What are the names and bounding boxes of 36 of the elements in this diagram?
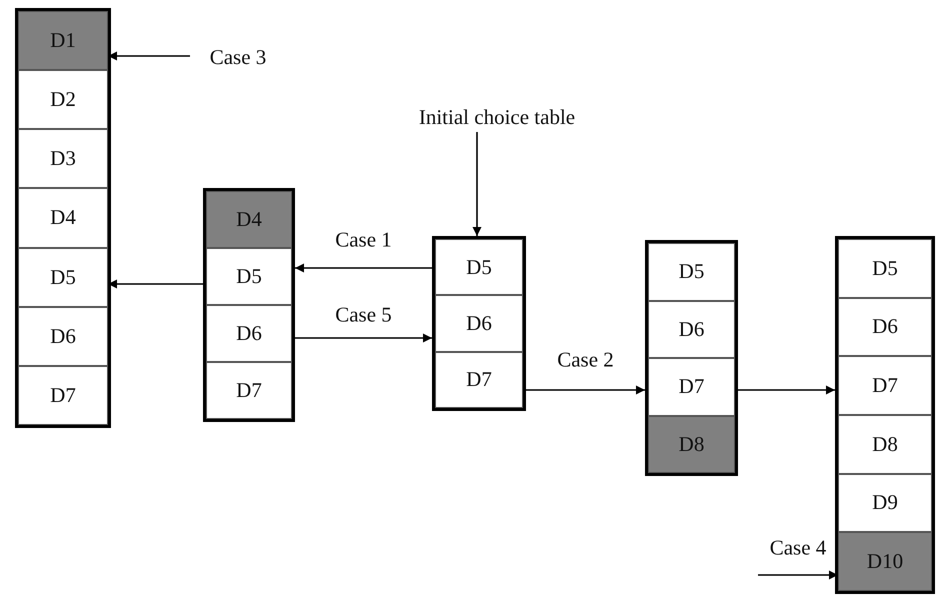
table-cell: D6 — [206, 305, 292, 362]
table-cell: D5 — [435, 239, 523, 296]
table-cell: D5 — [838, 239, 932, 298]
table-cell: D7 — [838, 356, 932, 415]
table-cell: D7 — [206, 362, 292, 419]
choice-table — [645, 240, 738, 476]
choice-table — [15, 8, 111, 428]
annotation-text: Case 3 — [190, 42, 286, 72]
table-cell: D6 — [435, 295, 523, 352]
arrow — [295, 334, 432, 342]
table-cell: D3 — [18, 129, 108, 188]
table-cell: D6 — [838, 298, 932, 356]
table-cell: D5 — [648, 243, 735, 300]
choice-table — [203, 188, 295, 422]
table-cell: D8 — [648, 416, 735, 473]
table-cell: D9 — [838, 474, 932, 532]
table-cell: D6 — [648, 300, 735, 358]
table-cell: D8 — [838, 415, 932, 474]
table-cell: D7 — [18, 366, 108, 425]
table-cell: D4 — [206, 191, 292, 248]
table-cell: D10 — [838, 532, 932, 591]
table-cell: D1 — [18, 11, 108, 70]
choice-table — [835, 236, 935, 594]
arrow — [472, 132, 482, 236]
arrow — [526, 386, 645, 394]
table-cell: D7 — [435, 352, 523, 408]
table-cell: D7 — [648, 358, 735, 416]
arrow — [738, 386, 835, 394]
table-cell: D5 — [18, 248, 108, 307]
table-cell: D4 — [18, 188, 108, 248]
arrow — [295, 264, 432, 272]
annotation-text: Initial choice table — [372, 102, 622, 132]
table-cell: D2 — [18, 70, 108, 130]
table-cell: D5 — [206, 248, 292, 305]
table-cell: D6 — [18, 306, 108, 366]
choice-table — [432, 236, 526, 411]
